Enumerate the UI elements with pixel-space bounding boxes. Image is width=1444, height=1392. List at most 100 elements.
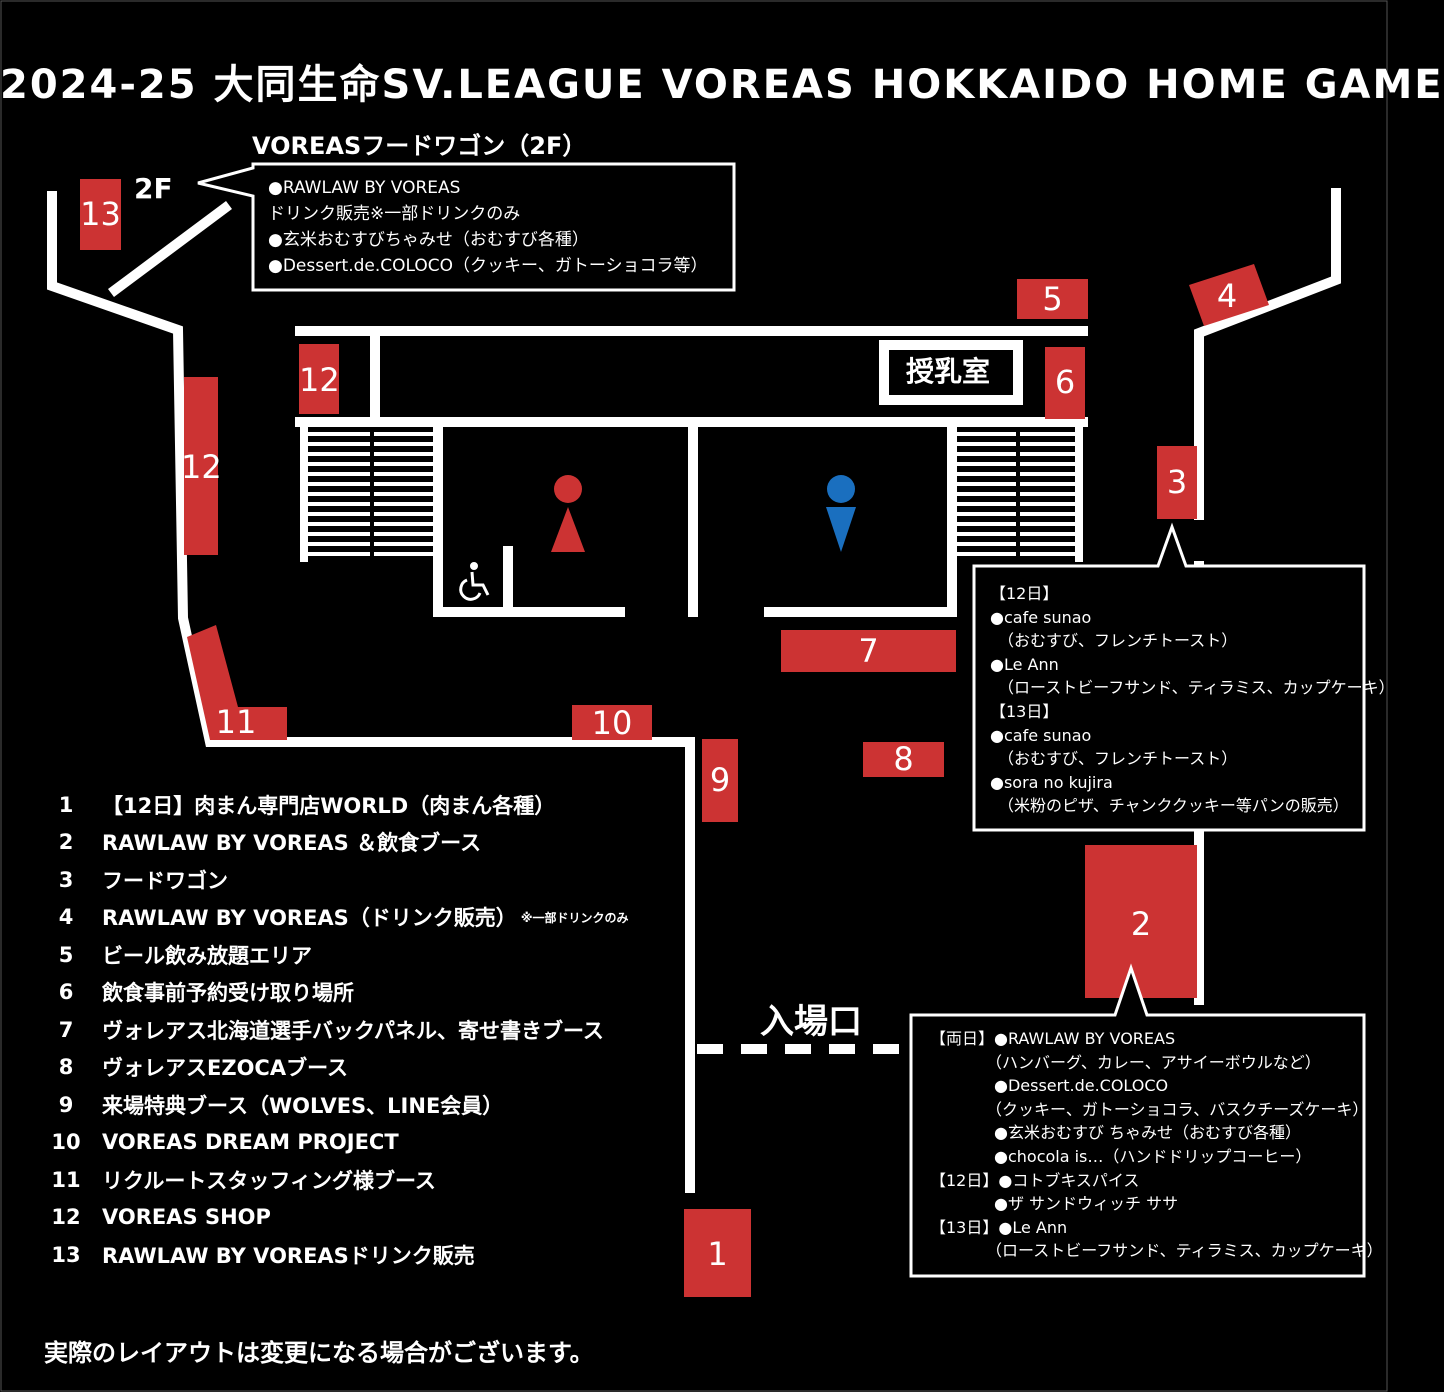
callout-2f-line: ●玄米おむすびちゃみせ（おむすび各種）: [268, 230, 589, 250]
booth-6: [1045, 347, 1085, 419]
callout-3-line: ●cafe sunao: [990, 725, 1092, 745]
booth-5-label: 5: [1042, 280, 1063, 318]
legend-text: VOREAS DREAM PROJECT: [102, 1130, 399, 1155]
callout-3-line: ●Le Ann: [990, 654, 1059, 674]
callout-2-line: ●Dessert.de.COLOCO: [930, 1076, 1169, 1096]
callout-3-line: （米粉のピザ、チャンククッキー等パンの販売）: [990, 796, 1349, 816]
callout-3-line: （ローストビーフサンド、ティラミス、カップケーキ）: [990, 678, 1395, 698]
callout-3: 【12日】 ●cafe sunao （おむすび、フレンチトースト） ●Le An…: [990, 582, 1395, 818]
legend-text: RAWLAW BY VOREASドリンク販売: [102, 1243, 475, 1268]
legend-item: 12 VOREAS SHOP: [40, 1199, 628, 1237]
legend-text: 飲食事前予約受け取り場所: [102, 981, 354, 1006]
legend-text: ビール飲み放題エリア: [102, 943, 312, 968]
page-title: 2024-25 大同生命SV.LEAGUE VOREAS HOKKAIDO HO…: [0, 62, 1444, 108]
booth-6-label: 6: [1054, 363, 1076, 401]
legend-item: 1 【12日】肉まん専門店WORLD（肉まん各種）: [40, 786, 628, 824]
legend-text: 来場特典ブース（WOLVES、LINE会員）: [102, 1093, 504, 1118]
callout-3-line: （おむすび、フレンチトースト）: [990, 749, 1238, 769]
booth-3-label: 3: [1166, 463, 1188, 501]
legend-num: 3: [58, 867, 74, 892]
wheelchair-icon: [459, 562, 490, 601]
legend-item: 3 フードワゴン: [40, 861, 628, 899]
booth-4-label: 4: [1216, 277, 1238, 315]
male-restroom-icon: [826, 475, 856, 552]
legend-text: VOREAS SHOP: [102, 1205, 271, 1230]
booth-5: [1017, 279, 1088, 319]
callout-2-line: 【13日】●Le Ann: [930, 1217, 1068, 1237]
callout-3-line: ●sora no kujira: [990, 772, 1113, 792]
callout-2-box: [909, 963, 1366, 1278]
legend-num: 2: [58, 830, 74, 855]
callout-2-line: （ハンバーグ、カレー、アサイーボウルなど）: [930, 1052, 1321, 1072]
callout-3-line: 【12日】: [990, 584, 1059, 603]
callout-3-box: [972, 522, 1366, 832]
legend-text: リクルートスタッフィング様ブース: [102, 1168, 436, 1193]
booth-9: [702, 739, 738, 822]
entrance-label: 入場口: [760, 1002, 862, 1042]
second-floor-label: 2F: [134, 172, 173, 205]
legend-item: 5 ビール飲み放題エリア: [40, 936, 628, 974]
stairs-right: [957, 422, 1083, 562]
callout-2-line: （ローストビーフサンド、ティラミス、カップケーキ）: [930, 1241, 1383, 1261]
legend-num: 11: [51, 1167, 81, 1192]
legend-num: 1: [58, 792, 74, 817]
booth-13-label: 13: [80, 195, 121, 233]
walls: [47, 188, 1341, 1193]
legend-num: 12: [51, 1205, 81, 1230]
nursing-room-label: 授乳室: [906, 355, 991, 388]
booth-1: [684, 1209, 751, 1297]
legend-item: 13 RAWLAW BY VOREASドリンク販売: [40, 1236, 628, 1274]
legend-num: 5: [58, 942, 74, 967]
callout-2f-line: ●RAWLAW BY VOREAS: [268, 178, 461, 198]
booth-2: [1085, 845, 1197, 998]
layout-notice: 実際のレイアウトは変更になる場合がございます。: [44, 1339, 594, 1367]
callout-2f: ●RAWLAW BY VOREAS ドリンク販売※一部ドリンクのみ ●玄米おむす…: [268, 175, 708, 279]
callout-3-line: （おむすび、フレンチトースト）: [990, 631, 1238, 651]
callout-2-line: 【12日】●コトブキスパイス: [930, 1170, 1140, 1190]
booth-12-large-label: 12: [181, 448, 222, 486]
booth-3: [1157, 446, 1197, 519]
booth-12-small-label: 12: [299, 361, 340, 399]
booth-2-label: 2: [1130, 905, 1152, 943]
food-wagon-header: VOREASフードワゴン（2F）: [252, 132, 587, 160]
legend-num: 13: [51, 1242, 81, 1267]
legend-num: 9: [58, 1092, 74, 1117]
legend-num: 8: [58, 1055, 74, 1080]
booth-13: [80, 179, 121, 250]
booth-10-label: 10: [591, 704, 633, 742]
female-restroom-icon: [551, 475, 585, 552]
legend-num: 10: [51, 1130, 81, 1155]
callout-2f-line: ●Dessert.de.COLOCO（クッキー、ガトーショコラ等）: [268, 256, 708, 276]
legend-text: RAWLAW BY VOREAS（ドリンク販売）: [102, 906, 517, 931]
booth-12-large: [184, 377, 218, 555]
callout-2-line: 【両日】●RAWLAW BY VOREAS: [930, 1029, 1176, 1048]
legend-text: フードワゴン: [102, 868, 228, 893]
legend-text: ヴォレアスEZOCAブース: [102, 1056, 349, 1081]
booth-12-small: [299, 344, 339, 414]
callout-2: 【両日】●RAWLAW BY VOREAS （ハンバーグ、カレー、アサイーボウル…: [930, 1027, 1383, 1263]
booth-8: [863, 742, 944, 777]
legend-item: 10 VOREAS DREAM PROJECT: [40, 1124, 628, 1162]
callout-2-line: ●玄米おむすび ちゃみせ（おむすび各種）: [930, 1123, 1302, 1143]
legend-item: 11 リクルートスタッフィング様ブース: [40, 1161, 628, 1199]
callout-2-line: （クッキー、ガトーショコラ、バスクチーズケーキ）: [930, 1099, 1369, 1119]
booth-8-label: 8: [893, 740, 914, 778]
legend-text: 【12日】肉まん専門店WORLD（肉まん各種）: [102, 793, 556, 818]
legend-item: 9 来場特典ブース（WOLVES、LINE会員）: [40, 1086, 628, 1124]
callout-3-line: 【13日】: [990, 701, 1059, 721]
callout-2-line: ●ザ サンドウィッチ ササ: [930, 1194, 1179, 1214]
legend-note: ※一部ドリンクのみ: [520, 910, 629, 925]
booth-11-label: 11: [215, 703, 257, 741]
stairs-left: [300, 422, 434, 562]
booth-10: [572, 705, 652, 740]
venue-map: [0, 0, 1388, 1392]
booth-7-label: 7: [858, 632, 879, 670]
booth-9-label: 9: [709, 761, 731, 799]
booth-1-label: 1: [707, 1235, 728, 1273]
booths: [80, 179, 1269, 1297]
